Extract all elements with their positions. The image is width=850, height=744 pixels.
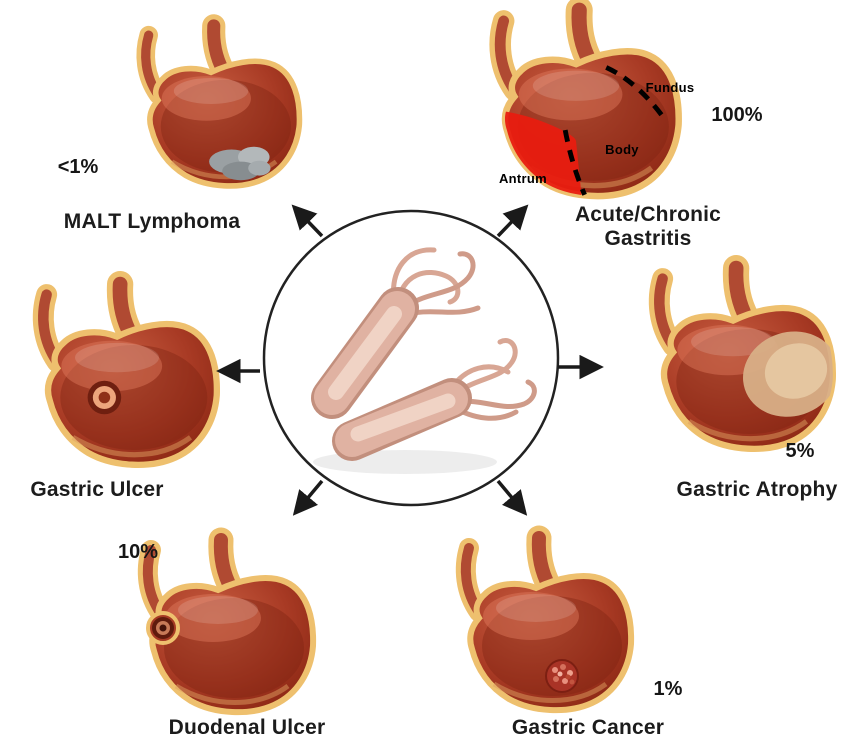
gastric-atrophy-percent: 5% bbox=[785, 440, 815, 462]
stomach-gastritis bbox=[474, 10, 678, 204]
stomach-malt-lymphoma bbox=[146, 26, 300, 186]
gastric-ulcer-label: Gastric Ulcer bbox=[30, 478, 164, 501]
duodenal-ulcer-lesion bbox=[146, 611, 180, 645]
hpylori-bacterium-1 bbox=[311, 247, 481, 419]
gastritis-label-line1: Acute/Chronic bbox=[574, 203, 722, 226]
fundus-boundary-dashed-line bbox=[605, 65, 665, 118]
gastritis-percent: 100% bbox=[711, 104, 763, 126]
gastric-cancer-percent: 1% bbox=[653, 678, 683, 700]
gastritis-region-body: Body bbox=[605, 142, 639, 157]
arrow-to-duodenal-ulcer bbox=[292, 479, 324, 516]
gastritis-antrum-inflammation bbox=[504, 109, 583, 197]
duodenal-ulcer-label: Duodenal Ulcer bbox=[168, 716, 326, 739]
gastritis-region-fundus: Fundus bbox=[645, 80, 695, 95]
gastritis-label: Acute/Chronic Gastritis bbox=[558, 203, 738, 251]
arrows bbox=[216, 204, 604, 516]
malt-lymphoma-percent: <1% bbox=[57, 156, 99, 178]
hpylori-bacterium-2 bbox=[332, 338, 537, 461]
arrow-to-gastritis bbox=[496, 204, 529, 238]
gastritis-label-line2: Gastritis bbox=[604, 227, 692, 250]
gastric-cancer-lesion bbox=[545, 659, 579, 693]
gastritis-region-antrum: Antrum bbox=[498, 171, 548, 186]
arrow-to-gastric-cancer bbox=[496, 479, 528, 516]
gastric-cancer-label: Gastric Cancer bbox=[511, 716, 665, 739]
gastric-atrophy-lesion bbox=[743, 331, 833, 417]
antrum-boundary-dashed-line bbox=[562, 129, 587, 196]
gastric-atrophy-label: Gastric Atrophy bbox=[676, 478, 838, 501]
duodenal-ulcer-percent: 10% bbox=[117, 541, 159, 563]
malt-lymphoma-label: MALT Lymphoma bbox=[63, 210, 241, 233]
stomach-gastric-ulcer bbox=[43, 284, 217, 465]
gastric-ulcer-lesion bbox=[87, 380, 122, 415]
arrow-to-malt-lymphoma bbox=[291, 204, 324, 238]
stomach-gastric-cancer bbox=[466, 538, 631, 710]
malt-lymphoma-lesion bbox=[209, 146, 271, 181]
stomach-duodenal-ulcer bbox=[148, 540, 313, 712]
stomach-gastric-atrophy bbox=[659, 268, 849, 449]
hpylori-bacteria-illustration bbox=[311, 247, 537, 474]
